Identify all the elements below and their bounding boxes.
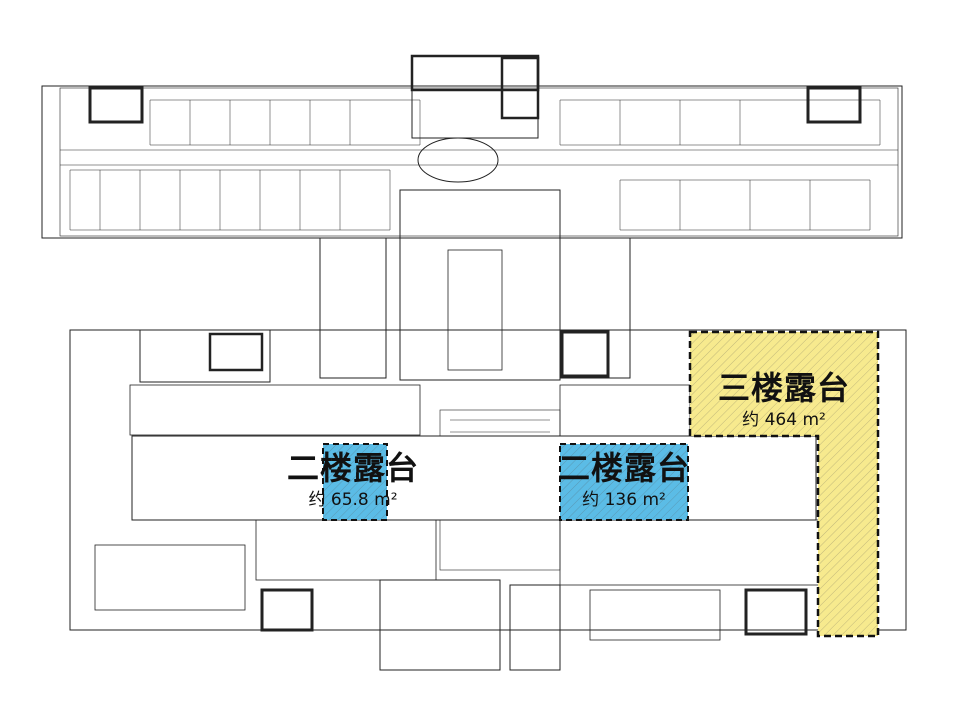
terrace-title: 二楼露台 xyxy=(286,449,419,487)
top-wing xyxy=(41,85,903,239)
lower-wing xyxy=(69,329,907,671)
third-floor-terrace-label: 三楼露台 约 464 m² xyxy=(704,372,864,429)
second-floor-terrace-right-label: 二楼露台 约 136 m² xyxy=(556,452,692,509)
terrace-area: 约 65.8 m² xyxy=(308,490,398,510)
central-core xyxy=(319,54,631,381)
terrace-area: 约 464 m² xyxy=(742,410,826,430)
terrace-area: 约 136 m² xyxy=(582,490,666,510)
terrace-title: 三楼露台 xyxy=(717,369,850,407)
second-floor-terrace-left-label: 二楼露台 约 65.8 m² xyxy=(278,452,428,509)
terrace-title: 二楼露台 xyxy=(557,449,690,487)
